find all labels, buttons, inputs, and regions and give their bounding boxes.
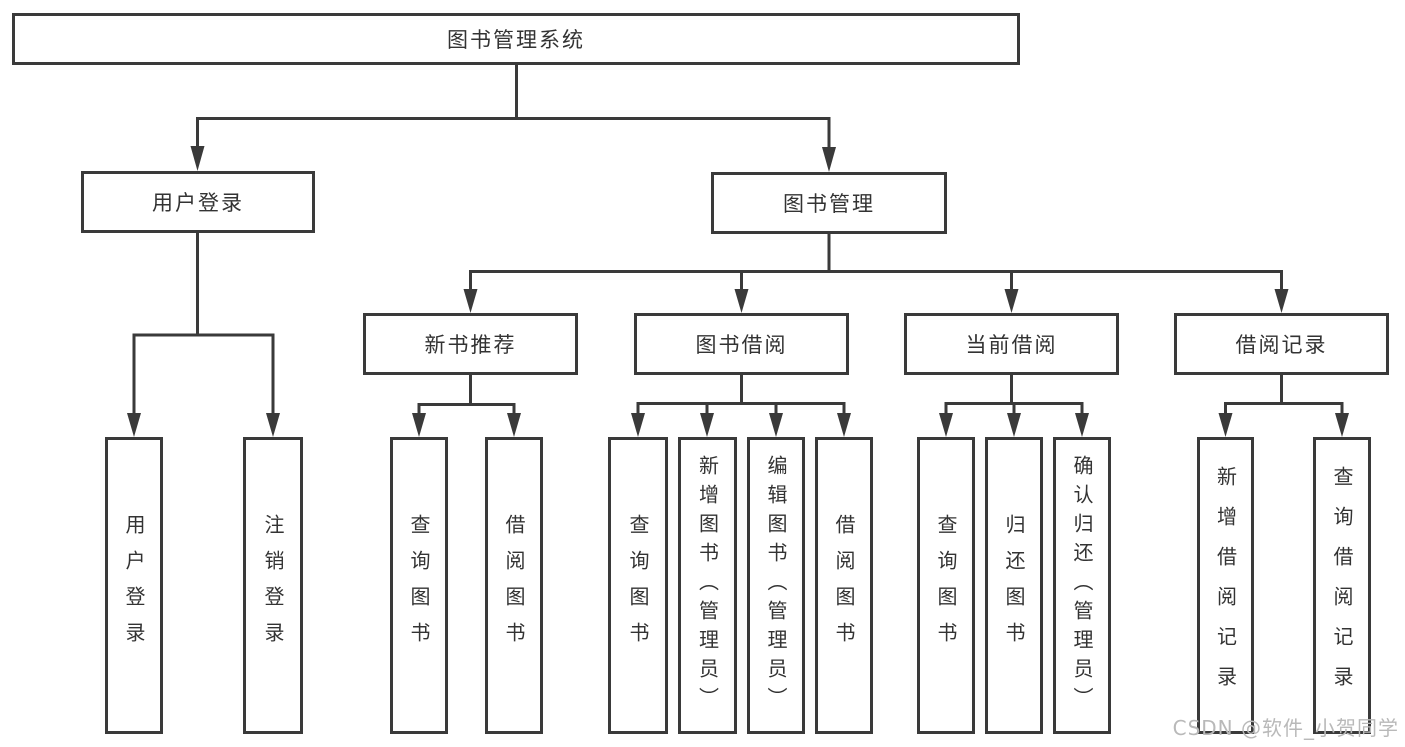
leaf-user-login-label: 用户登录 xyxy=(122,513,146,658)
node-new-book-recommend: 新书推荐 xyxy=(363,313,578,375)
arrow-down-icon xyxy=(822,147,836,172)
arrow-down-icon xyxy=(700,413,714,437)
leaf-bb-add-book-admin-label: 新增图书（管理员） xyxy=(695,455,720,716)
arrow-down-icon xyxy=(939,413,953,437)
node-user-login-label: 用户登录 xyxy=(152,191,244,215)
leaf-br-add-record-label: 新增借阅记录 xyxy=(1213,465,1238,706)
csdn-watermark: CSDN @软件_小贺同学 xyxy=(1172,716,1399,740)
arrow-down-icon xyxy=(631,413,645,437)
node-user-login: 用户登录 xyxy=(81,171,315,233)
arrow-down-icon xyxy=(127,413,141,437)
arrow-down-icon xyxy=(734,289,749,313)
leaf-bb-edit-book-admin: 编辑图书（管理员） xyxy=(747,437,805,734)
arrow-down-icon xyxy=(1335,413,1349,437)
leaf-nb-query-books-label: 查询图书 xyxy=(407,513,431,658)
leaf-bb-add-book-admin: 新增图书（管理员） xyxy=(678,437,737,734)
leaf-cb-return-books: 归还图书 xyxy=(985,437,1043,734)
arrow-down-icon xyxy=(1218,413,1233,437)
arrow-down-icon xyxy=(266,413,280,437)
node-new-book-recommend-label: 新书推荐 xyxy=(424,333,517,357)
node-current-borrow: 当前借阅 xyxy=(904,313,1119,375)
arrow-down-icon xyxy=(412,413,426,437)
arrow-down-icon xyxy=(1075,413,1089,437)
leaf-cb-confirm-return-admin: 确认归还（管理员） xyxy=(1053,437,1111,734)
arrow-down-icon xyxy=(507,413,521,437)
leaf-bb-edit-book-admin-label: 编辑图书（管理员） xyxy=(764,455,788,716)
arrow-down-icon xyxy=(837,413,851,437)
leaf-logout-label: 注销登录 xyxy=(261,513,285,658)
node-book-management-label: 图书管理 xyxy=(783,192,875,216)
leaf-br-query-record-label: 查询借阅记录 xyxy=(1330,465,1354,706)
leaf-bb-borrow-books: 借阅图书 xyxy=(815,437,873,734)
arrow-down-icon xyxy=(1274,289,1289,313)
leaf-nb-query-books: 查询图书 xyxy=(390,437,448,734)
leaf-bb-borrow-books-label: 借阅图书 xyxy=(832,513,856,658)
leaf-br-add-record: 新增借阅记录 xyxy=(1197,437,1254,734)
arrow-down-icon xyxy=(1004,289,1019,313)
leaf-bb-query-books-label: 查询图书 xyxy=(626,513,650,658)
node-borrow-record: 借阅记录 xyxy=(1174,313,1389,375)
node-borrow-record-label: 借阅记录 xyxy=(1235,333,1328,357)
leaf-user-login: 用户登录 xyxy=(105,437,163,734)
arrow-down-icon xyxy=(1007,413,1021,437)
leaf-cb-confirm-return-admin-label: 确认归还（管理员） xyxy=(1070,455,1094,716)
node-book-borrow: 图书借阅 xyxy=(634,313,849,375)
leaf-cb-query-books-label: 查询图书 xyxy=(934,513,958,658)
leaf-cb-return-books-label: 归还图书 xyxy=(1002,513,1026,658)
node-current-borrow-label: 当前借阅 xyxy=(965,333,1058,357)
node-library-system-label: 图书管理系统 xyxy=(447,28,585,52)
leaf-cb-query-books: 查询图书 xyxy=(917,437,975,734)
leaf-logout: 注销登录 xyxy=(243,437,303,734)
leaf-bb-query-books: 查询图书 xyxy=(608,437,668,734)
arrow-down-icon xyxy=(769,413,783,437)
leaf-nb-borrow-books: 借阅图书 xyxy=(485,437,543,734)
leaf-br-query-record: 查询借阅记录 xyxy=(1313,437,1371,734)
node-book-borrow-label: 图书借阅 xyxy=(695,333,788,357)
arrow-down-icon xyxy=(463,289,478,313)
node-book-management: 图书管理 xyxy=(711,172,947,234)
arrow-down-icon xyxy=(190,146,205,171)
node-library-system: 图书管理系统 xyxy=(12,13,1020,65)
leaf-nb-borrow-books-label: 借阅图书 xyxy=(502,513,526,658)
